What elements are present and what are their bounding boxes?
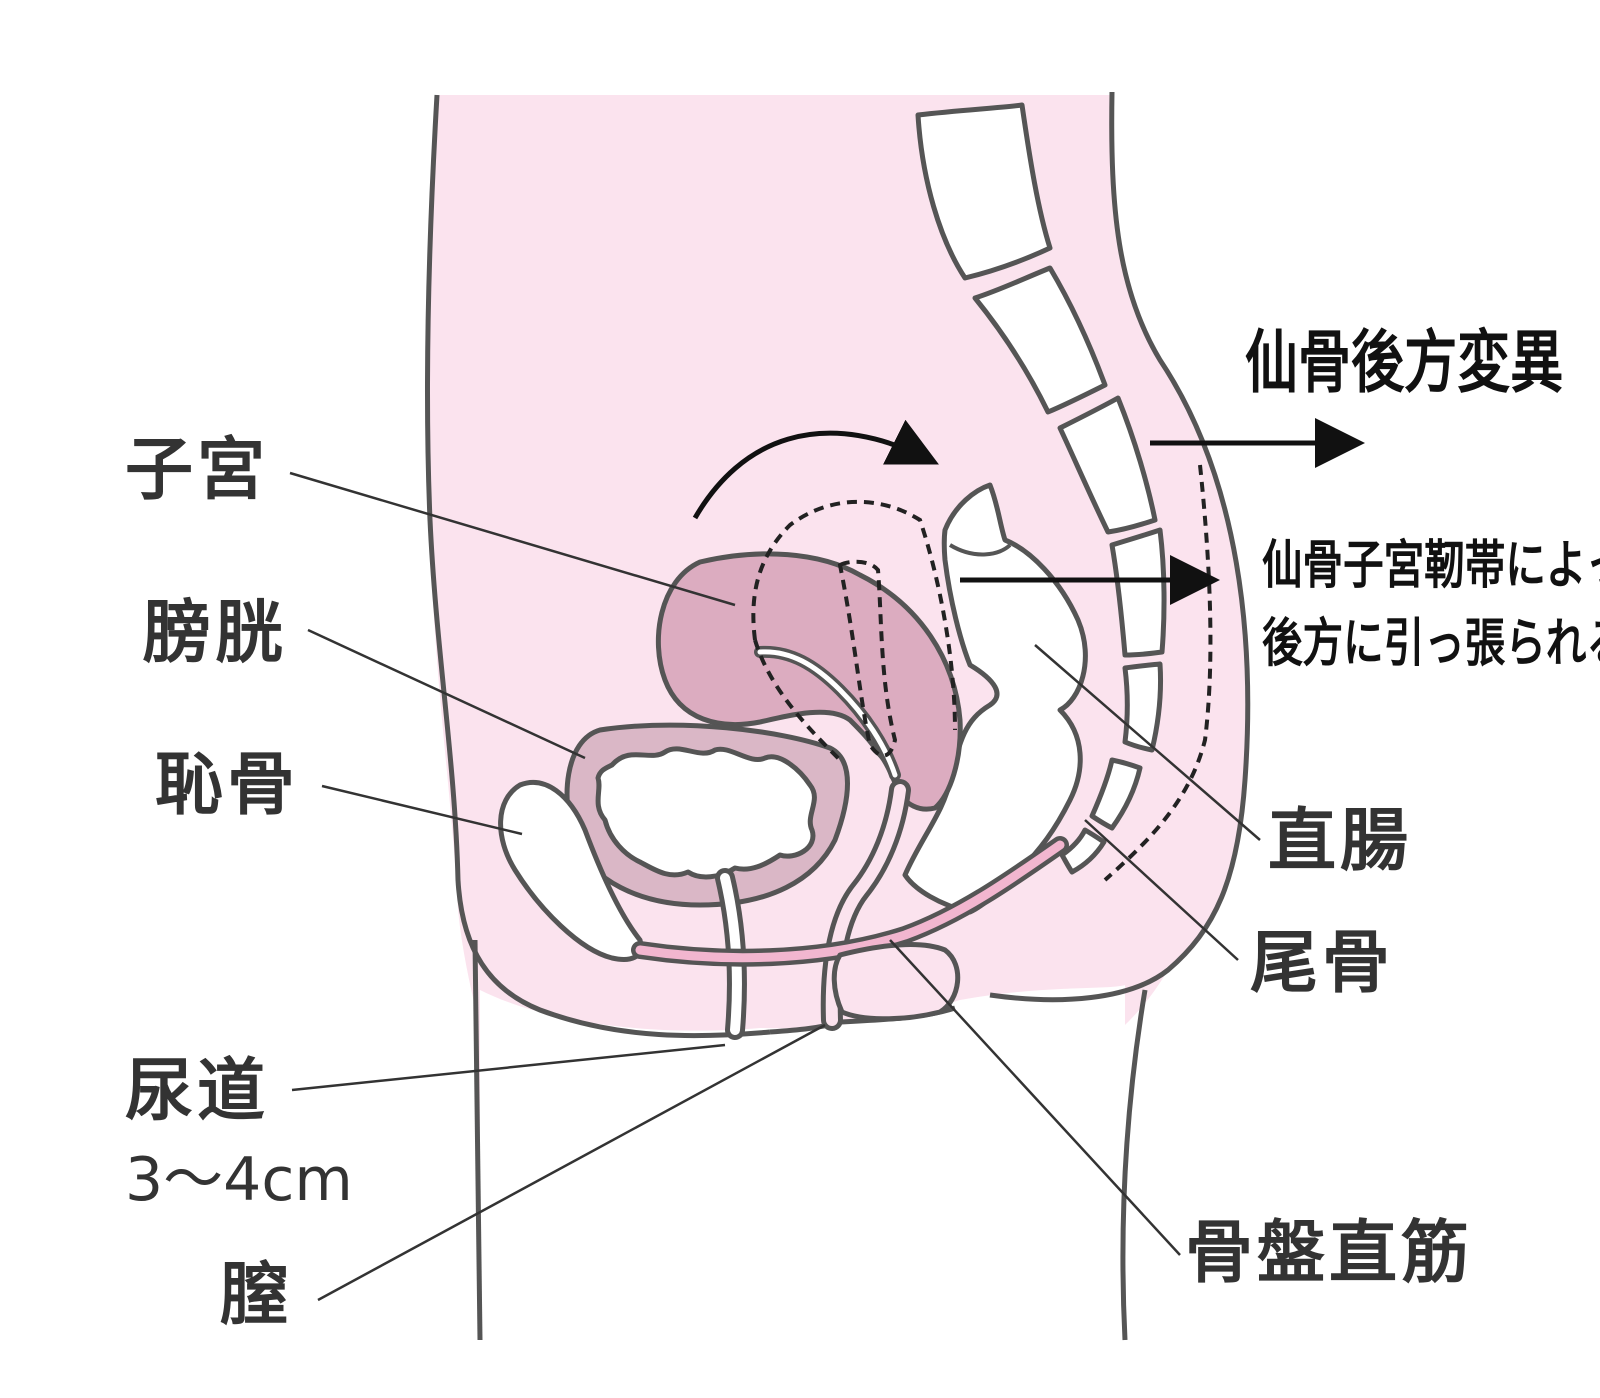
label-rectum: 直腸 bbox=[1268, 802, 1413, 881]
leader-lines bbox=[289, 471, 1261, 1302]
front-leg-outline bbox=[472, 939, 483, 1341]
bladder-leader bbox=[307, 628, 586, 760]
sacrum bbox=[915, 102, 1167, 875]
label-urethra: 尿道 bbox=[125, 1052, 270, 1131]
uterus-original-inner bbox=[753, 639, 842, 762]
ligament-dashed-outline bbox=[837, 559, 898, 758]
coccyx-leader bbox=[1084, 819, 1239, 961]
label-pelvic-muscle: 骨盤直筋 bbox=[1185, 1214, 1474, 1293]
pubis-leader bbox=[321, 784, 523, 836]
uterus-leader bbox=[289, 471, 736, 607]
back-outline bbox=[989, 91, 1251, 1003]
sacrum-vertebra-5 bbox=[1122, 661, 1164, 753]
curved-motion-arrow bbox=[692, 419, 939, 520]
sacrum-vertebra-3 bbox=[1057, 395, 1158, 535]
uterine-canal-lumen bbox=[757, 649, 898, 778]
label-coccyx: 尾骨 bbox=[1250, 924, 1395, 1003]
annotation-ligament-line1: 仙骨子宮靭帯によって bbox=[1262, 536, 1600, 596]
label-urethra-length: 3～4cm bbox=[125, 1145, 353, 1215]
back-leg-outline bbox=[1120, 989, 1148, 1341]
annotation-ligament-line2: 後方に引っ張られる bbox=[1262, 614, 1600, 674]
sacrum-vertebra-2 bbox=[972, 265, 1108, 415]
uterus-original-position bbox=[751, 499, 957, 731]
vagina-leader bbox=[317, 1023, 826, 1302]
rectum-leader bbox=[1034, 644, 1261, 841]
sacrum-vertebra-4 bbox=[1109, 527, 1167, 658]
label-pubis: 恥骨 bbox=[155, 746, 300, 825]
abdomen-outline bbox=[425, 94, 771, 1039]
label-uterus: 子宮 bbox=[125, 431, 270, 510]
sacrum-vertebra-7 bbox=[1059, 827, 1107, 875]
sacrum-vertebra-1 bbox=[915, 102, 1053, 281]
pelvic-floor-muscle-fill bbox=[635, 840, 1065, 963]
label-bladder: 膀胱 bbox=[143, 594, 288, 673]
perineal-body bbox=[831, 942, 961, 1022]
perineum-region bbox=[480, 985, 1125, 1340]
bladder-lumen bbox=[595, 746, 817, 880]
label-vagina: 膣 bbox=[220, 1256, 293, 1335]
urethra-lumen bbox=[720, 873, 742, 1035]
annotation-sacrum-shift: 仙骨後方変異 bbox=[1245, 324, 1564, 403]
sacrum-vertebra-6 bbox=[1089, 757, 1143, 831]
pelvic-muscle-leader bbox=[889, 939, 1181, 1256]
rectum-inner-fold bbox=[948, 543, 1012, 557]
urethra-leader bbox=[291, 1043, 726, 1092]
pubic-bone bbox=[498, 779, 644, 962]
